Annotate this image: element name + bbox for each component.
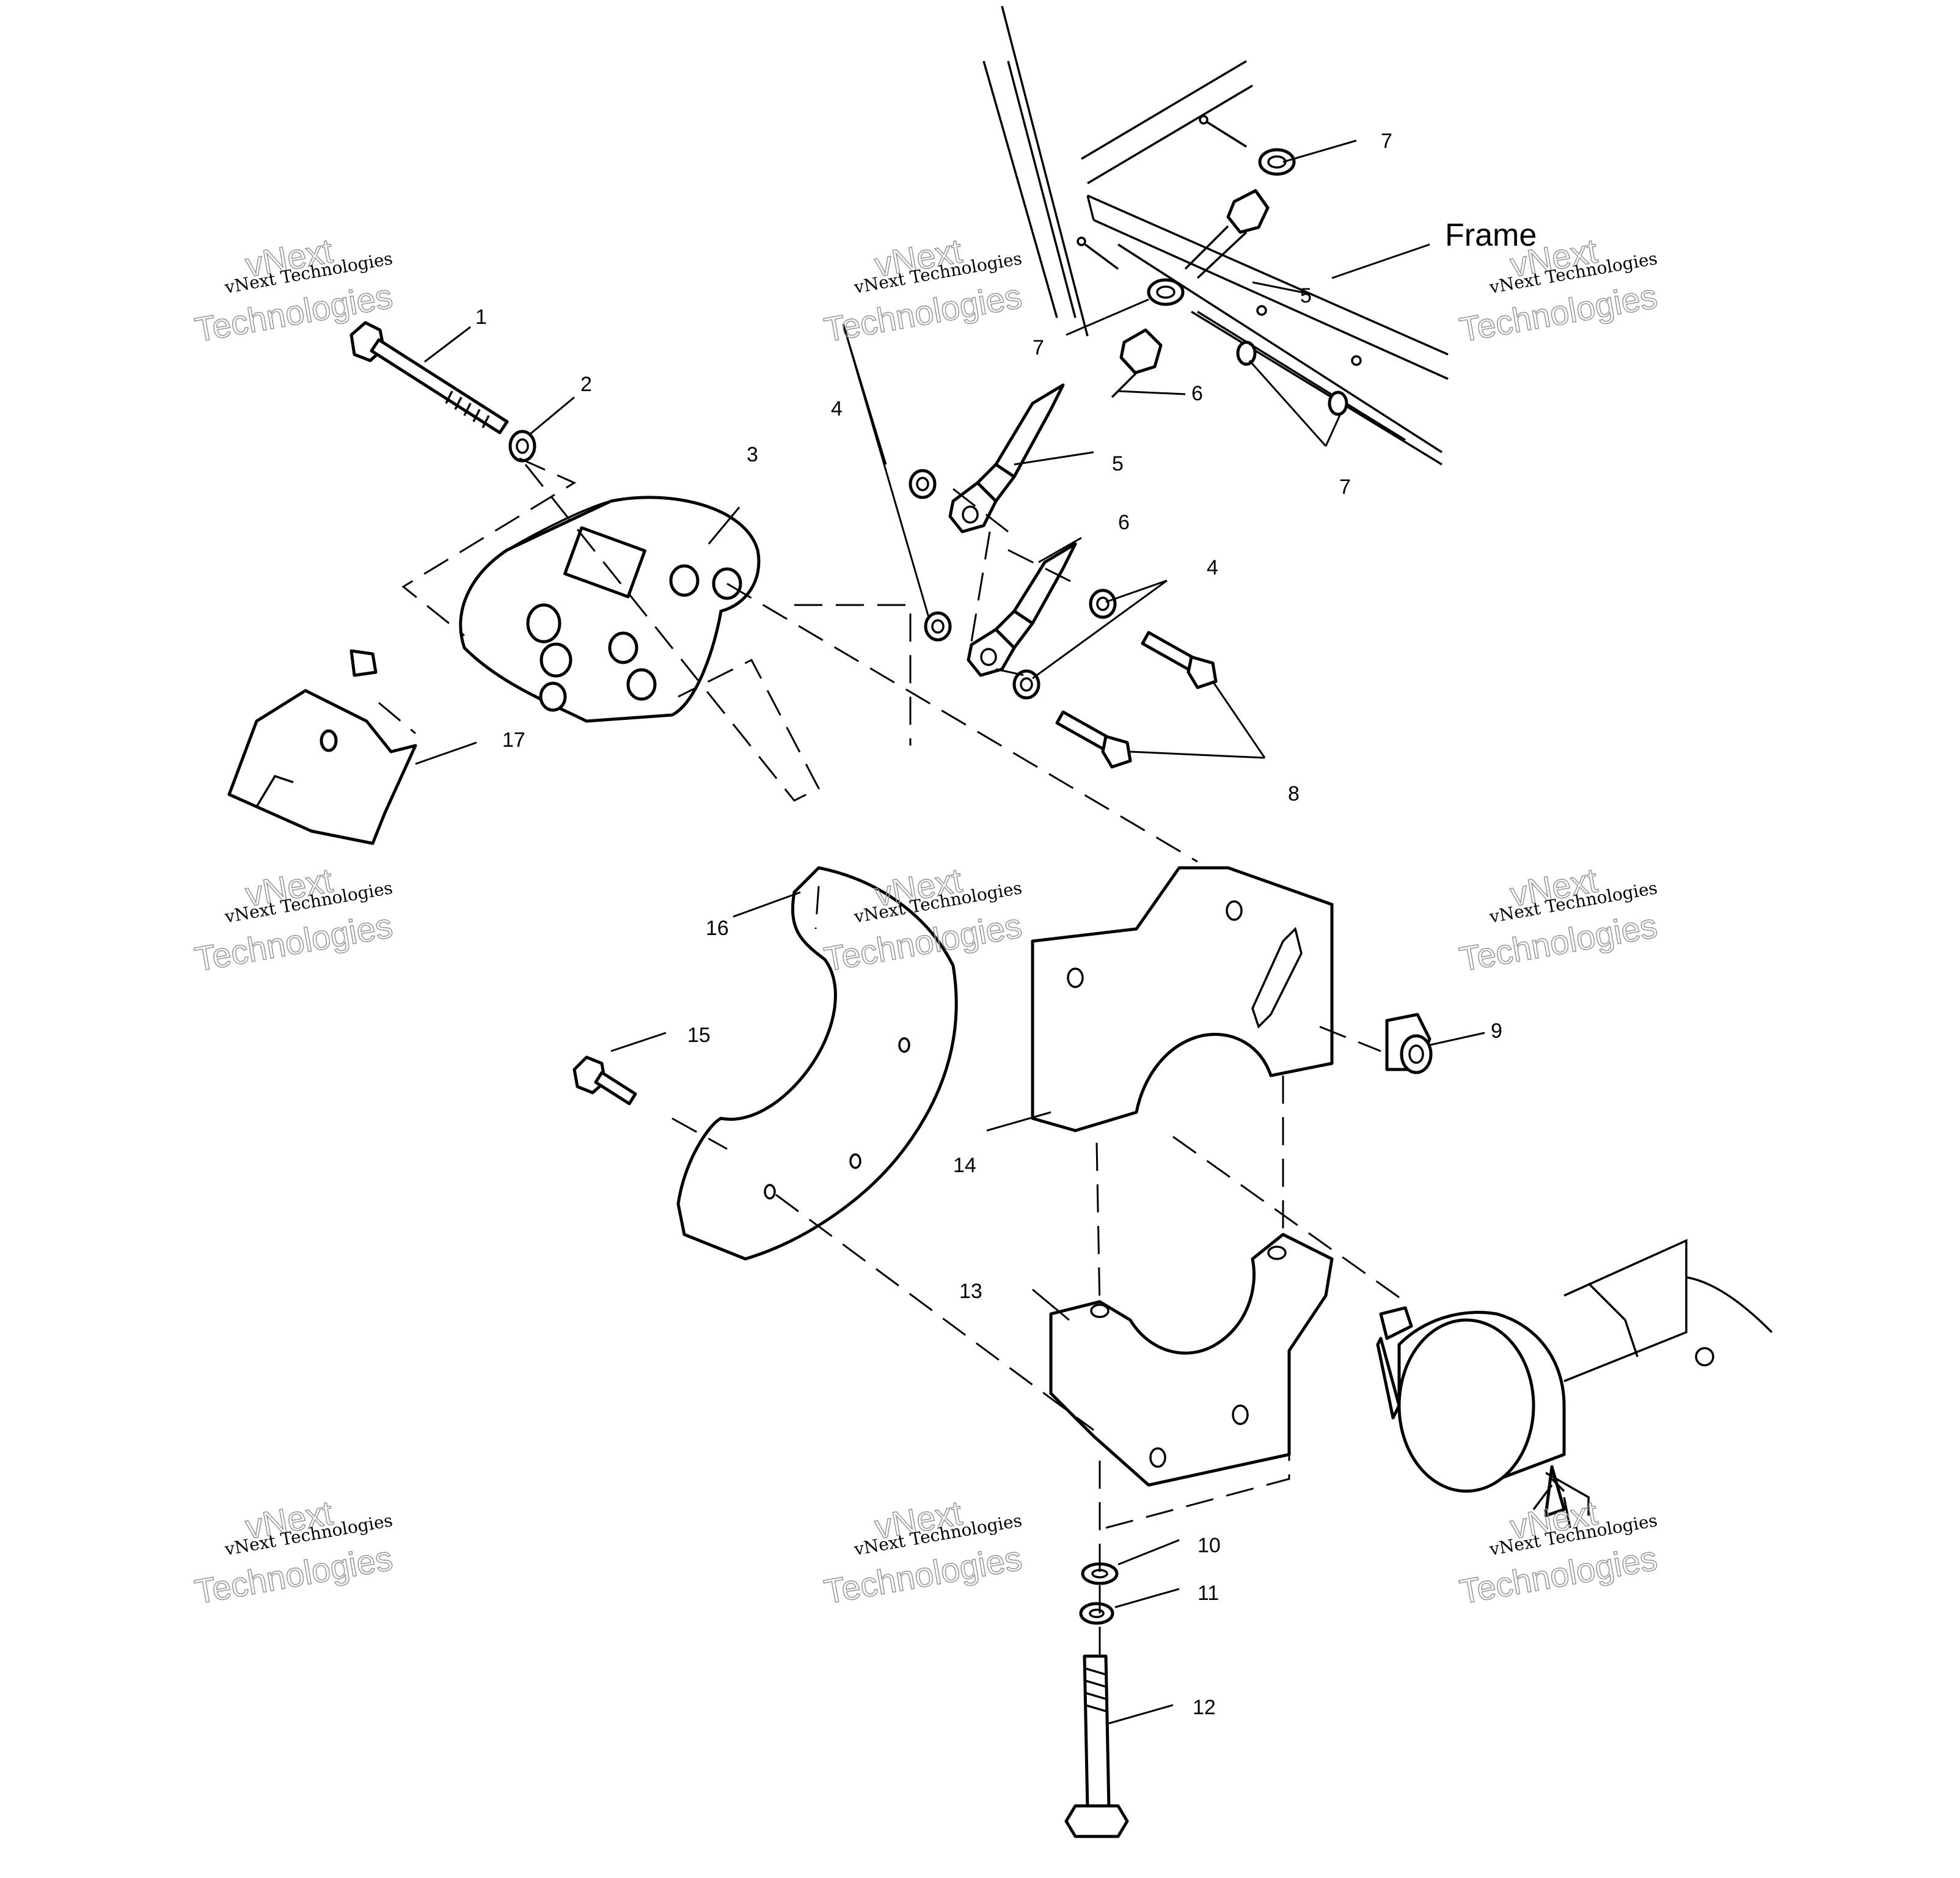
watermark-top-center: vNext vNext Technologies Technologies (821, 230, 1025, 350)
watermark-middle-right: vNext vNext Technologies Technologies (1456, 860, 1660, 979)
svg-text:Technologies: Technologies (1457, 1538, 1660, 1611)
lock-washer (1079, 1602, 1114, 1625)
callout-7-top: 7 (1381, 130, 1392, 153)
callout-15: 15 (687, 1024, 711, 1047)
callout-5-frame: 5 (1300, 284, 1312, 307)
watermark-bottom-right: vNext vNext Technologies Technologies (1456, 1492, 1660, 1612)
axle-housing (1376, 1239, 1773, 1528)
callout-6-line: 6 (1118, 511, 1130, 534)
callout-8: 8 (1288, 782, 1300, 805)
svg-text:Technologies: Technologies (192, 906, 395, 978)
frame-outline (982, 6, 1449, 466)
callout-3: 3 (747, 443, 758, 466)
vertical-bolt (1064, 1654, 1129, 1838)
callout-16: 16 (706, 917, 729, 940)
frame-label: Frame (1445, 218, 1537, 253)
callout-4-upper: 4 (831, 397, 843, 420)
callout-7-left: 7 (1033, 336, 1044, 359)
callout-labels: 1 2 3 4 4 5 5 6 6 7 7 7 8 9 10 11 12 13 … (475, 130, 1537, 1719)
brake-disc (676, 866, 958, 1261)
callout-12: 12 (1193, 1696, 1216, 1719)
callout-7-right: 7 (1339, 475, 1351, 499)
callout-9: 9 (1491, 1019, 1502, 1043)
brake-caliper (459, 496, 761, 723)
brake-lines-and-fittings (909, 383, 1218, 769)
brake-pad (227, 649, 417, 845)
callout-14: 14 (953, 1154, 976, 1177)
small-bolt (572, 1055, 637, 1106)
frame-hardware (1077, 115, 1406, 441)
long-bolt (349, 321, 509, 435)
callout-17: 17 (502, 728, 525, 752)
callout-6-frame: 6 (1191, 382, 1203, 405)
callout-4-lower: 4 (1207, 556, 1218, 579)
svg-text:Technologies: Technologies (1457, 906, 1660, 978)
callout-5-line: 5 (1112, 452, 1124, 475)
alignment-lines (378, 457, 1406, 1662)
callout-11: 11 (1198, 1582, 1219, 1605)
callout-13: 13 (959, 1280, 982, 1303)
svg-text:Technologies: Technologies (1457, 276, 1660, 349)
watermark-middle-left: vNext vNext Technologies Technologies (191, 860, 395, 979)
lower-mounting-bracket (1049, 1233, 1334, 1487)
watermark-bottom-left: vNext vNext Technologies Technologies (191, 1492, 395, 1612)
washer (508, 430, 536, 463)
callout-1: 1 (475, 306, 487, 329)
callout-2: 2 (580, 373, 592, 396)
svg-text:Technologies: Technologies (192, 1538, 395, 1611)
callout-10: 10 (1198, 1534, 1221, 1557)
watermark-bottom-center: vNext vNext Technologies Technologies (821, 1492, 1025, 1612)
svg-text:Technologies: Technologies (821, 1538, 1025, 1611)
svg-text:Technologies: Technologies (821, 276, 1025, 349)
callout-leaders (415, 139, 1485, 1725)
bushing (1385, 1013, 1433, 1074)
upper-mounting-bracket (1031, 866, 1334, 1132)
